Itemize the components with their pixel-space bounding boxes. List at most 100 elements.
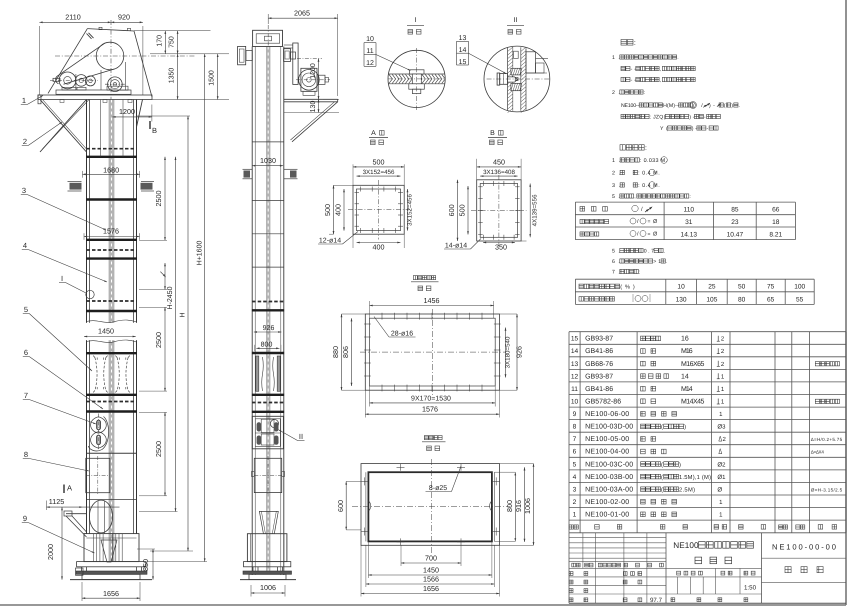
svg-text:65: 65 xyxy=(767,296,775,303)
svg-text:18: 18 xyxy=(772,219,780,226)
svg-text:1.: 1. xyxy=(612,55,620,61)
svg-text:2: 2 xyxy=(722,461,726,468)
svg-text:25: 25 xyxy=(708,284,716,291)
svg-text:)-: )- xyxy=(689,115,694,121)
svg-text:75: 75 xyxy=(767,284,775,291)
svg-text:10: 10 xyxy=(571,399,579,406)
svg-text:8-ø25: 8-ø25 xyxy=(429,485,447,492)
svg-text:: 0.033 M.: : 0.033 M. xyxy=(640,158,667,164)
svg-text:(: ( xyxy=(661,474,663,481)
svg-text:5.: 5. xyxy=(612,194,620,200)
svg-text:1656: 1656 xyxy=(423,584,439,593)
svg-text:-: - xyxy=(707,126,709,132)
svg-text:M16X65: M16X65 xyxy=(681,361,704,368)
svg-text:2065: 2065 xyxy=(294,9,310,18)
svg-text:2: 2 xyxy=(721,348,725,355)
svg-text:350: 350 xyxy=(495,243,507,252)
svg-text:11: 11 xyxy=(571,386,578,393)
svg-text:Ø: Ø xyxy=(653,219,658,225)
svg-text:M16: M16 xyxy=(681,348,693,355)
svg-text:): ) xyxy=(679,461,681,468)
svg-text:50: 50 xyxy=(738,284,746,291)
svg-text:GB41-86: GB41-86 xyxy=(585,386,613,393)
svg-text:170: 170 xyxy=(156,35,163,47)
svg-text:1: 1 xyxy=(573,512,577,519)
svg-text:2.5M): 2.5M) xyxy=(679,486,695,493)
svg-text:500: 500 xyxy=(323,204,332,216)
svg-text:1350: 1350 xyxy=(169,68,176,84)
svg-text:,: , xyxy=(660,67,661,73)
svg-text:NE100-03D-00: NE100-03D-00 xyxy=(585,424,633,431)
svg-text:8: 8 xyxy=(24,450,28,459)
svg-text:600: 600 xyxy=(336,500,345,512)
svg-text:750: 750 xyxy=(169,36,176,48)
svg-text::: : xyxy=(634,40,636,47)
svg-text:2: 2 xyxy=(573,499,577,506)
svg-text:6: 6 xyxy=(24,348,28,357)
svg-text:916: 916 xyxy=(514,500,523,512)
svg-text:13: 13 xyxy=(571,361,579,368)
svg-text:Ø: Ø xyxy=(717,461,722,468)
svg-text::: : xyxy=(639,270,640,276)
svg-text::: : xyxy=(645,145,647,152)
svg-text:1.: 1. xyxy=(612,158,620,164)
svg-text:3: 3 xyxy=(22,186,26,195)
svg-text:(: ( xyxy=(724,103,726,109)
svg-text:Ø: Ø xyxy=(717,486,722,493)
svg-text:H-2450: H-2450 xyxy=(167,286,174,309)
svg-text:800: 800 xyxy=(505,500,514,512)
svg-text:500: 500 xyxy=(458,204,467,216)
svg-text:3X152=456: 3X152=456 xyxy=(407,194,414,226)
svg-text:3X152=456: 3X152=456 xyxy=(363,169,395,176)
svg-text:I: I xyxy=(415,17,417,24)
svg-text:): ) xyxy=(731,103,733,109)
svg-text:28-ø16: 28-ø16 xyxy=(391,331,413,338)
svg-text:∆=∆X4: ∆=∆X4 xyxy=(811,450,824,455)
svg-text:1450: 1450 xyxy=(98,327,114,336)
svg-text:0.7: 0.7 xyxy=(644,249,655,255)
svg-text:(: ( xyxy=(661,424,663,431)
svg-text:H: H xyxy=(180,312,187,317)
svg-text:31: 31 xyxy=(685,219,693,226)
svg-text:1: 1 xyxy=(721,373,725,380)
svg-text:(: ( xyxy=(661,461,663,468)
svg-text:1:50: 1:50 xyxy=(744,585,757,592)
svg-text:.: . xyxy=(677,55,678,61)
svg-text:B: B xyxy=(152,126,157,135)
svg-text:.: . xyxy=(666,259,667,265)
svg-text:=: = xyxy=(648,232,651,238)
svg-text:400: 400 xyxy=(373,243,385,252)
svg-text:14: 14 xyxy=(681,373,689,380)
svg-text:500: 500 xyxy=(373,157,385,166)
svg-text:--: -- xyxy=(631,78,636,84)
svg-text:10: 10 xyxy=(366,36,374,43)
svg-text:NE100-05-00: NE100-05-00 xyxy=(585,436,629,443)
svg-text:3X180=540: 3X180=540 xyxy=(505,336,512,368)
svg-text:1576: 1576 xyxy=(103,227,119,236)
svg-text:8.21: 8.21 xyxy=(769,231,782,238)
svg-text:130: 130 xyxy=(676,296,687,303)
svg-text:2: 2 xyxy=(723,436,727,443)
svg-text:14-ø14: 14-ø14 xyxy=(445,243,467,250)
svg-text:800: 800 xyxy=(261,341,273,348)
svg-text:5.: 5. xyxy=(612,249,620,255)
svg-text:15: 15 xyxy=(571,336,579,343)
svg-text:66: 66 xyxy=(772,206,780,213)
svg-text:3: 3 xyxy=(573,486,577,493)
svg-text:Ø: Ø xyxy=(717,424,722,431)
svg-text:1500: 1500 xyxy=(208,70,215,86)
svg-text:M14: M14 xyxy=(681,386,693,393)
svg-text:3: 3 xyxy=(722,424,726,431)
svg-text:806: 806 xyxy=(341,346,350,358)
svg-text:NE100-01-00: NE100-01-00 xyxy=(585,512,629,519)
svg-text:920: 920 xyxy=(118,13,130,22)
svg-text:)-: )- xyxy=(692,126,697,132)
svg-text:1: 1 xyxy=(719,499,723,506)
svg-text:130: 130 xyxy=(310,101,317,113)
svg-text:2000: 2000 xyxy=(46,544,55,560)
svg-text:A: A xyxy=(371,130,376,137)
svg-text:>1: >1 xyxy=(653,259,661,265)
svg-text:12: 12 xyxy=(366,60,374,67)
svg-text::: : xyxy=(644,90,645,96)
svg-text:110: 110 xyxy=(684,206,695,213)
